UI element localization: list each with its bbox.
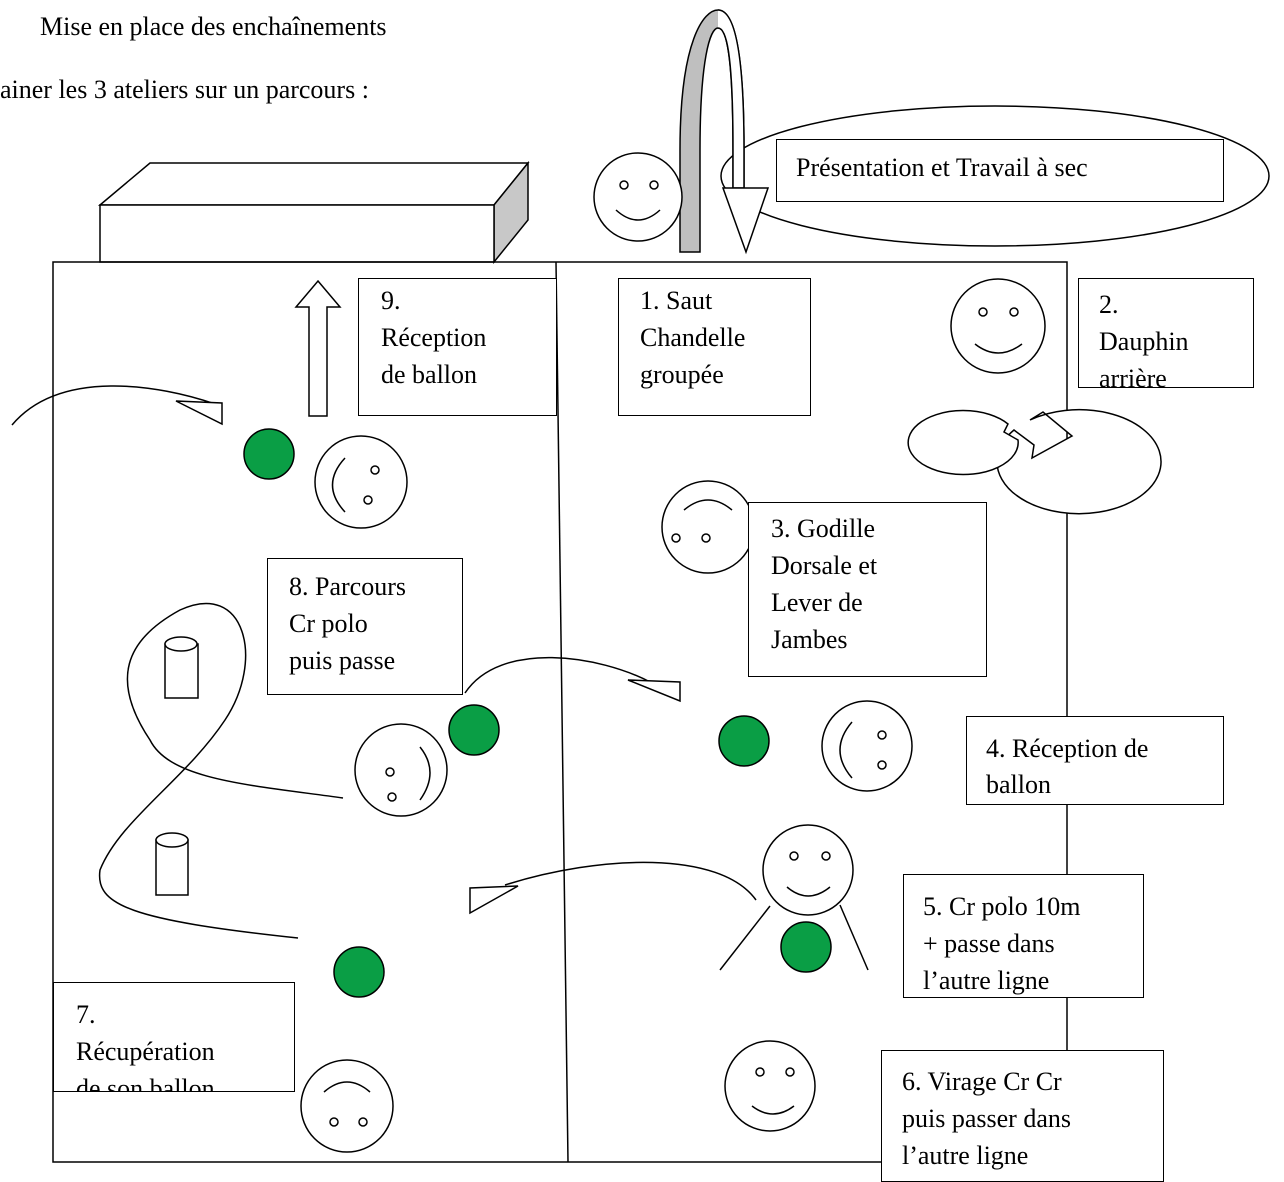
lane-divider — [555, 261, 569, 1163]
swimmer-step8 — [354, 723, 448, 817]
rotation-arrow — [907, 408, 1162, 515]
swimmer-step3 — [661, 480, 755, 574]
starting-block — [97, 160, 530, 265]
label-step-1: 1. Saut Chandelle groupée — [618, 278, 811, 416]
label-presentation: Présentation et Travail à sec — [776, 139, 1224, 202]
slalom-path — [98, 602, 344, 939]
label-step-3: 3. Godille Dorsale et Lever de Jambes — [748, 502, 987, 677]
heading-line-1: Mise en place des enchaînements — [40, 12, 387, 41]
pool-outline — [52, 261, 1068, 1163]
label-step-7: 7. Récupération de son ballon — [53, 982, 295, 1092]
swimmer-step9 — [314, 435, 408, 529]
cone-upper — [164, 636, 199, 699]
label-step-8: 8. Parcours Cr polo puis passe — [267, 558, 463, 695]
heading-line-2: ainer les 3 ateliers sur un parcours : — [0, 75, 369, 104]
label-step-9: 9. Réception de ballon — [358, 278, 557, 416]
ball — [718, 715, 770, 767]
balls — [243, 428, 832, 998]
label-step-6: 6. Virage Cr Cr puis passer dans l’autre… — [881, 1050, 1164, 1182]
swimmer-step2 — [950, 278, 1046, 374]
swimmer-step6 — [724, 1040, 816, 1132]
ball — [780, 921, 832, 973]
swimmer-step7 — [300, 1059, 394, 1153]
ball — [333, 946, 385, 998]
ball — [448, 704, 500, 756]
cone-lower — [155, 832, 189, 896]
label-step-4: 4. Réception de ballon — [966, 716, 1224, 805]
swimmer-top — [593, 152, 683, 242]
label-step-2: 2. Dauphin arrière — [1078, 278, 1254, 388]
pass-arrows — [11, 385, 757, 915]
swimmer-step4 — [821, 700, 913, 792]
label-step-5: 5. Cr polo 10m + passe dans l’autre lign… — [903, 874, 1144, 998]
entry-loop-arrow — [679, 9, 770, 255]
ball — [243, 428, 295, 480]
swimmer-step5 — [719, 824, 869, 971]
up-arrow — [294, 279, 342, 417]
